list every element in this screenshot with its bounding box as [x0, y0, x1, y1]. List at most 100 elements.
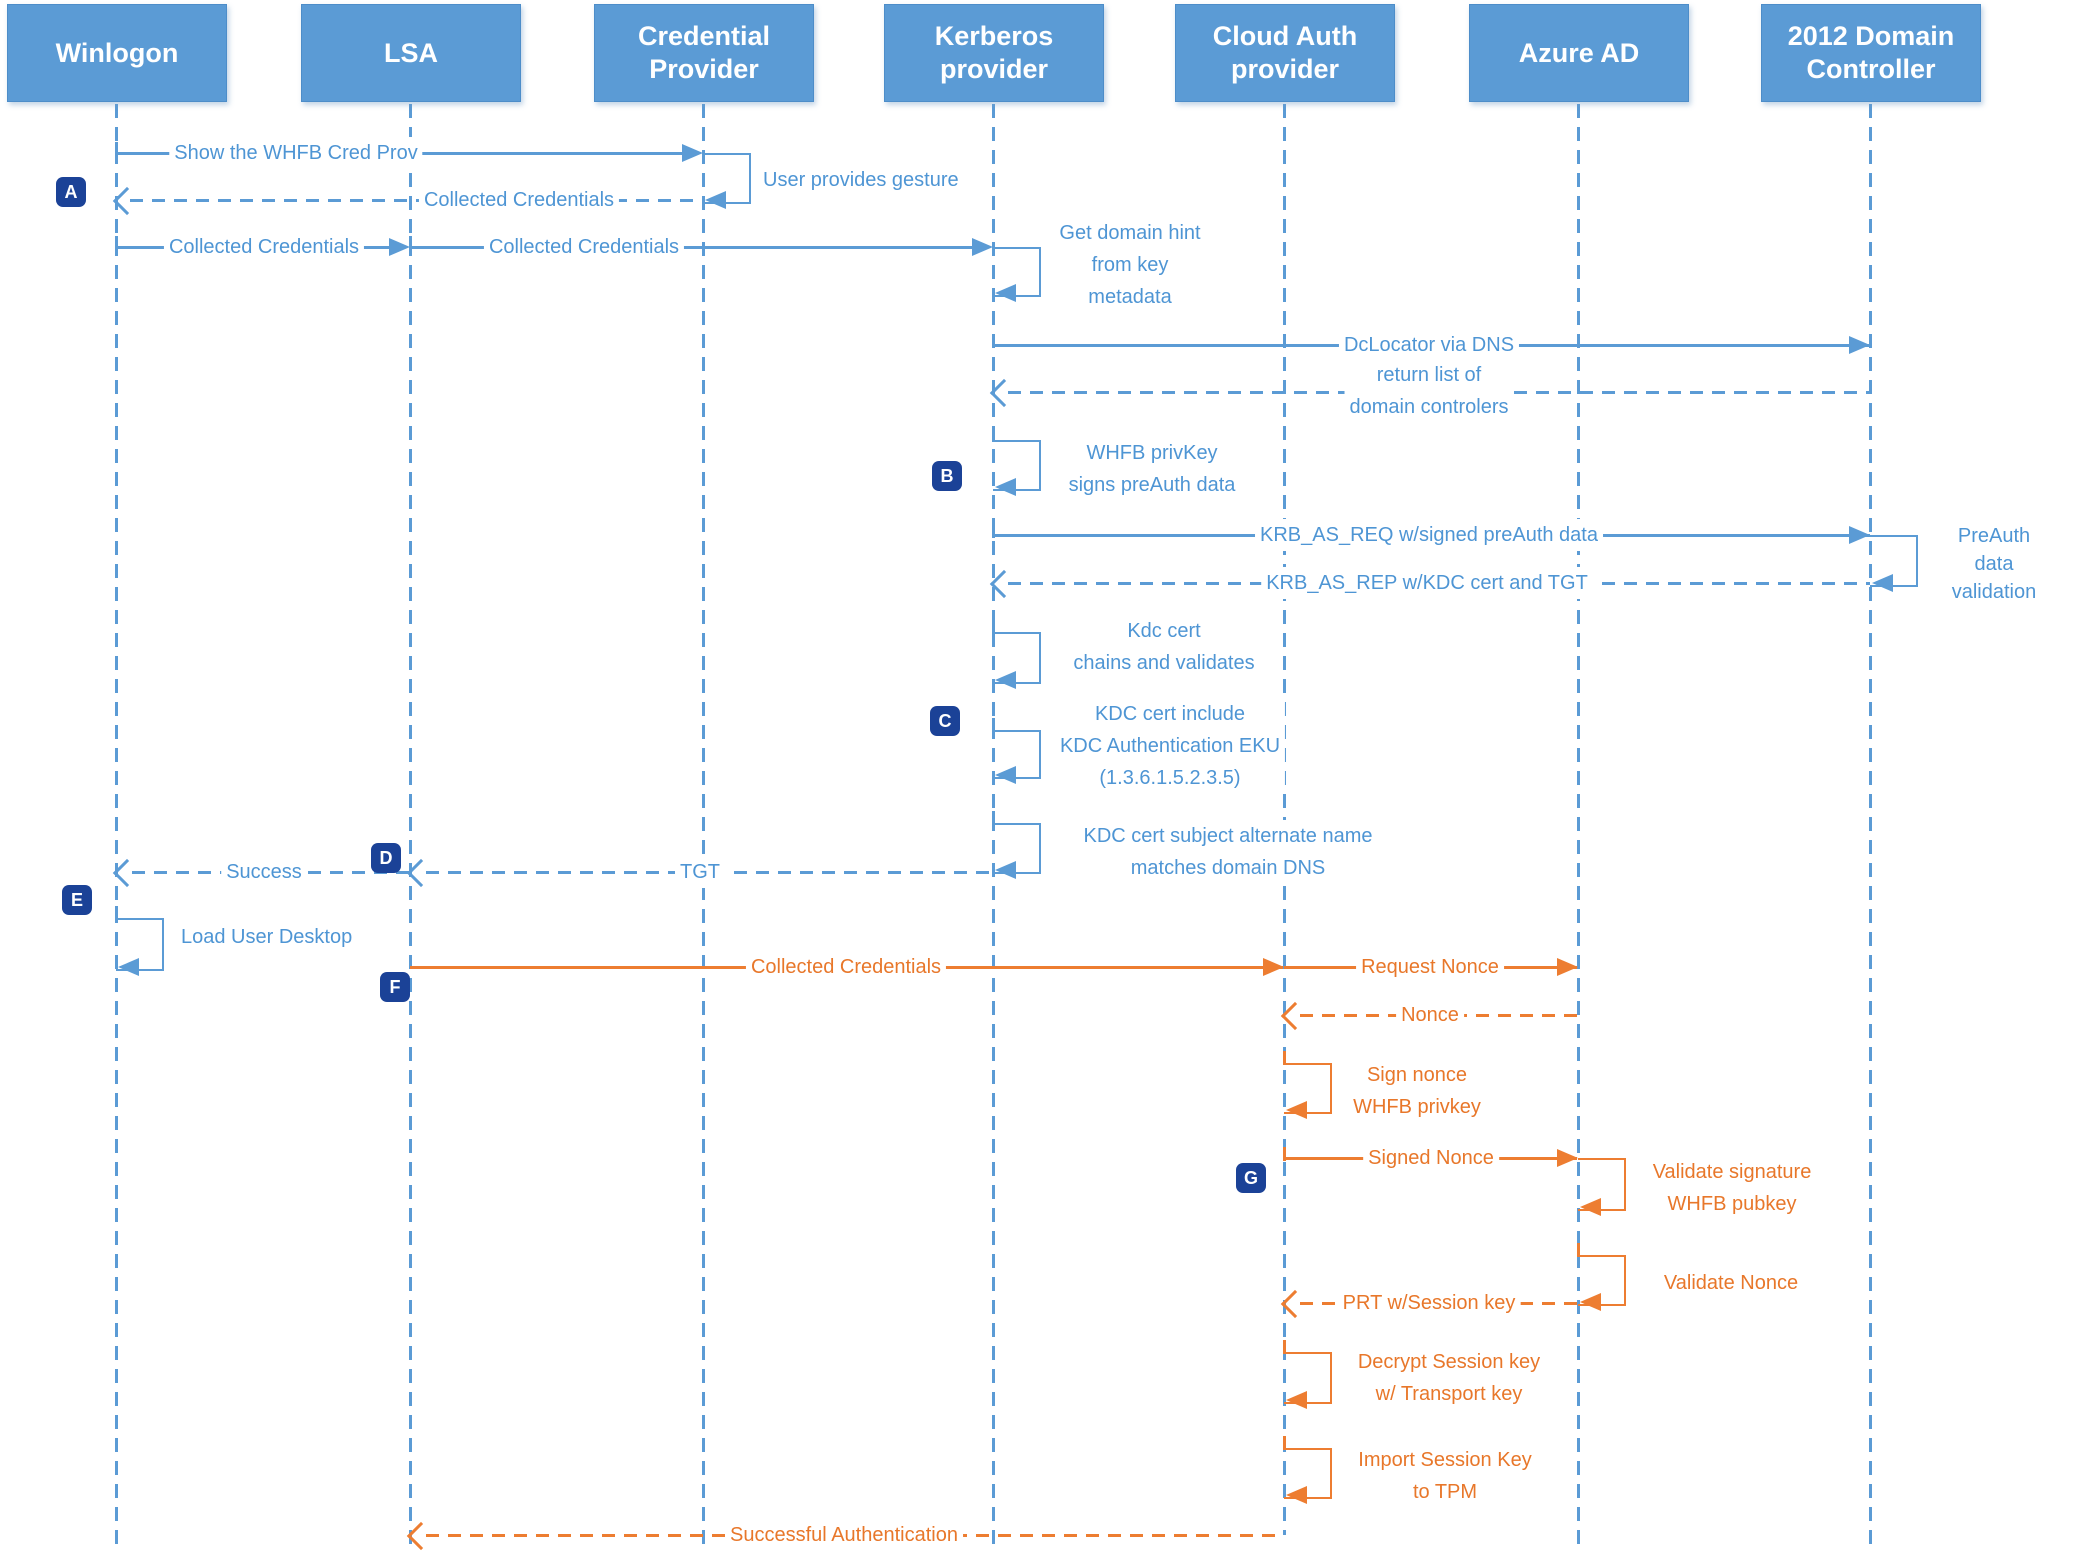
- msg-decrypt-session-key-label: Decrypt Session key w/ Transport key: [1352, 1346, 1546, 1410]
- msg-dclocator-label: DcLocator via DNS: [1338, 329, 1520, 361]
- msg-collected-credentials-kerberos-line: [410, 246, 982, 249]
- actor-kerberos-provider: Kerberos provider: [884, 4, 1104, 102]
- msg-start-tick: [1283, 1147, 1286, 1161]
- lifeline-cloud-auth-provider: [1283, 104, 1286, 1535]
- step-badge-e: E: [62, 885, 92, 915]
- arrowhead-left-icon: [995, 766, 1016, 784]
- msg-krb-as-rep-label: KRB_AS_REP w/KDC cert and TGT: [1261, 567, 1593, 599]
- loop-sign-nonce: [1284, 1063, 1332, 1114]
- loop-start-tick: [1283, 1340, 1286, 1354]
- msg-validate-nonce-label: Validate Nonce: [1658, 1267, 1804, 1299]
- arrowhead-right-icon: [682, 144, 703, 162]
- msg-success-label: Success: [221, 856, 307, 888]
- actor-azure-ad-label: Azure AD: [1518, 37, 1640, 68]
- arrowhead-left-icon: [995, 671, 1016, 689]
- msg-get-domain-hint-label: Get domain hint from key metadata: [1054, 217, 1206, 313]
- msg-signed-nonce-label: Signed Nonce: [1363, 1142, 1499, 1174]
- step-badge-b: B: [932, 461, 962, 491]
- lifeline-2012-domain-controller: [1869, 104, 1872, 1548]
- loop-start-tick: [1283, 1051, 1286, 1065]
- msg-tgt-label: TGT: [675, 856, 725, 888]
- arrowhead-left-icon: [1580, 1293, 1601, 1311]
- actor-credential-provider-label: Credential Provider: [637, 21, 771, 84]
- loop-load-user-desktop: [116, 918, 164, 971]
- lifeline-winlogon: [115, 104, 118, 1548]
- loop-start-tick: [992, 620, 995, 634]
- actor-cloud-auth-provider-label: Cloud Auth provider: [1212, 21, 1358, 84]
- lifeline-credential-provider: [702, 104, 705, 1548]
- actor-lsa-label: LSA: [384, 37, 438, 68]
- msg-validate-signature-label: Validate signature WHFB pubkey: [1647, 1156, 1817, 1220]
- msg-collected-credentials-return-label: Collected Credentials: [418, 184, 620, 216]
- actor-cloud-auth-provider: Cloud Auth provider: [1175, 4, 1395, 102]
- step-badge-g: G: [1236, 1163, 1266, 1193]
- msg-user-provides-gesture-label: User provides gesture: [758, 164, 964, 196]
- actor-lsa: LSA: [301, 4, 521, 102]
- msg-kdc-cert-san-label: KDC cert subject alternate name matches …: [1078, 820, 1378, 884]
- actor-kerberos-provider-label: Kerberos provider: [934, 21, 1054, 84]
- msg-start-tick: [992, 334, 995, 348]
- lifeline-lsa: [409, 104, 412, 1548]
- msg-kdc-cert-chains-label: Kdc cert chains and validates: [1068, 615, 1260, 679]
- msg-load-user-desktop-label: Load User Desktop: [176, 921, 358, 953]
- loop-preauth-validation: [1870, 535, 1918, 587]
- loop-user-provides-gesture: [703, 153, 751, 204]
- msg-nonce-label: Nonce: [1396, 999, 1464, 1031]
- msg-start-tick: [115, 236, 118, 250]
- actor-credential-provider: Credential Provider: [594, 4, 814, 102]
- msg-successful-authentication-label: Successful Authentication: [725, 1519, 963, 1551]
- msg-import-session-key-label: Import Session Key to TPM: [1353, 1444, 1537, 1508]
- loop-start-tick: [1577, 1243, 1580, 1257]
- msg-preauth-validation-label: PreAuth data validation: [1946, 522, 2042, 606]
- lifeline-azure-ad: [1577, 104, 1580, 1548]
- msg-krb-as-req-label: KRB_AS_REQ w/signed preAuth data: [1255, 519, 1603, 551]
- loop-validate-nonce: [1578, 1255, 1626, 1306]
- arrowhead-right-icon: [389, 238, 410, 256]
- loop-start-tick: [115, 906, 118, 920]
- arrowhead-right-icon: [972, 238, 993, 256]
- msg-kdc-cert-eku-label: KDC cert include KDC Authentication EKU …: [1054, 698, 1286, 794]
- arrowhead-right-icon: [1849, 526, 1870, 544]
- step-badge-c: C: [930, 706, 960, 736]
- msg-collected-credentials-return-line: [130, 199, 703, 202]
- msg-start-tick: [115, 142, 118, 156]
- loop-import-session-key: [1284, 1448, 1332, 1499]
- loop-decrypt-session-key: [1284, 1352, 1332, 1404]
- arrowhead-left-icon: [1872, 574, 1893, 592]
- msg-request-nonce-label: Request Nonce: [1356, 951, 1504, 983]
- loop-whfb-privkey-signs: [993, 440, 1041, 491]
- msg-collected-credentials-kerberos-label: Collected Credentials: [483, 231, 685, 263]
- msg-sign-nonce-label: Sign nonce WHFB privkey: [1348, 1059, 1486, 1123]
- loop-get-domain-hint: [993, 247, 1041, 297]
- arrowhead-right-icon: [1849, 336, 1870, 354]
- loop-start-tick: [992, 428, 995, 442]
- actor-2012-domain-controller-label: 2012 Domain Controller: [1787, 21, 1955, 84]
- arrowhead-right-icon: [1263, 958, 1284, 976]
- arrowhead-left-icon: [1286, 1486, 1307, 1504]
- actor-azure-ad: Azure AD: [1469, 4, 1689, 102]
- arrowhead-left-icon: [1286, 1101, 1307, 1119]
- step-badge-a: A: [56, 177, 86, 207]
- loop-kdc-cert-san: [993, 823, 1041, 874]
- loop-start-tick: [992, 811, 995, 825]
- msg-start-tick: [992, 524, 995, 538]
- msg-collected-credentials-lsa-label: Collected Credentials: [163, 231, 365, 263]
- arrowhead-right-icon: [1557, 1149, 1578, 1167]
- loop-start-tick: [992, 718, 995, 732]
- actor-winlogon-label: Winlogon: [55, 37, 179, 68]
- actor-winlogon: Winlogon: [7, 4, 227, 102]
- loop-kdc-cert-chains: [993, 632, 1041, 684]
- arrowhead-left-icon: [995, 861, 1016, 879]
- msg-start-tick: [409, 236, 412, 250]
- msg-show-whfb-cred-prov-label: Show the WHFB Cred Prov: [169, 137, 423, 169]
- msg-prt-label: PRT w/Session key: [1337, 1287, 1521, 1319]
- arrowhead-right-icon: [1557, 958, 1578, 976]
- arrowhead-left-icon: [1286, 1391, 1307, 1409]
- loop-kdc-cert-eku: [993, 730, 1041, 779]
- lifeline-kerberos-provider: [992, 104, 995, 1548]
- step-badge-d: D: [371, 843, 401, 873]
- arrowhead-left-icon: [118, 958, 139, 976]
- msg-collected-credentials-cloud-label: Collected Credentials: [745, 951, 947, 983]
- msg-return-list-label: return list of domain controlers: [1344, 359, 1514, 423]
